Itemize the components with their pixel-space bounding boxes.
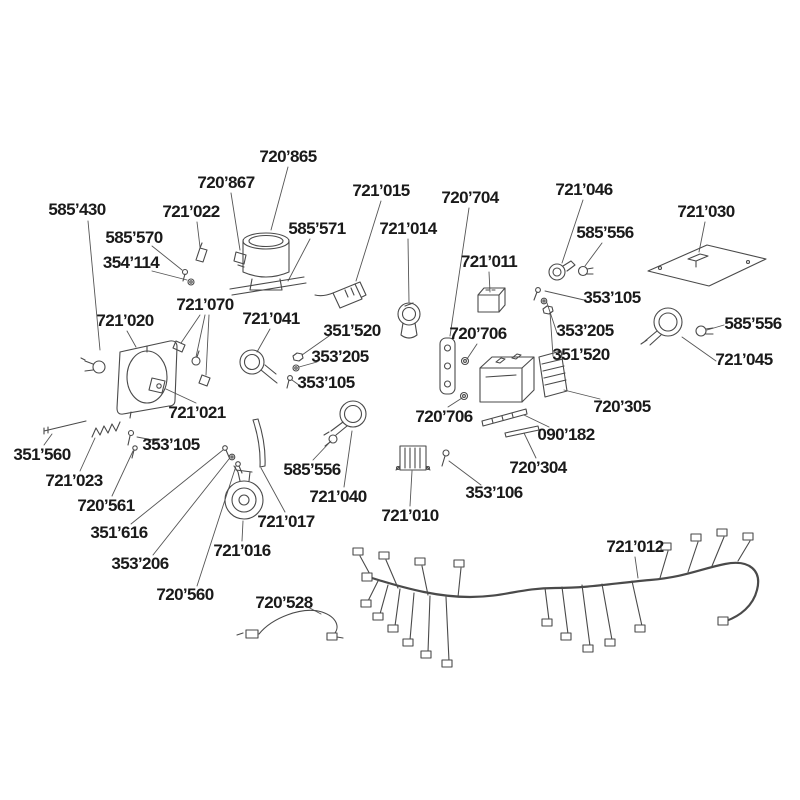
part-label-720865: 720’865: [259, 147, 317, 166]
battery-drawing: [479, 353, 535, 403]
part-label-351560: 351’560: [13, 445, 71, 464]
headlight-drawing: [116, 340, 178, 419]
side-bracket-drawing: [148, 377, 166, 394]
turn-signal-front-drawing: [239, 349, 278, 384]
relay-drawing: [477, 287, 506, 313]
wiring-harness-drawing: [352, 528, 760, 668]
small-screw-drawing: [181, 268, 189, 282]
part-label-721045: 721’045: [715, 350, 773, 369]
part-label-720706-1: 720’706: [449, 324, 507, 343]
mounting-set-drawing: [172, 340, 211, 387]
headlight-bulb-drawing: [80, 357, 106, 374]
washer-353206-drawing: [228, 453, 236, 461]
part-label-353206: 353’206: [111, 554, 169, 573]
nut-front-drawing: [292, 352, 304, 362]
small-washer-drawing: [187, 278, 195, 286]
ignition-switch-drawing: [397, 302, 421, 339]
part-label-720528: 720’528: [255, 593, 313, 612]
part-label-721041: 721’041: [242, 309, 300, 328]
spring-drawing: [91, 421, 121, 438]
part-label-720867: 720’867: [197, 173, 255, 192]
flasher-drawing: [548, 260, 576, 281]
grommet-bottom-drawing: [459, 391, 469, 401]
turn-signal-mid-drawing: [323, 400, 367, 436]
part-label-720560: 720’560: [156, 585, 214, 604]
part-label-585430: 585’430: [48, 200, 106, 219]
vent-cover-drawing: [538, 350, 568, 398]
part-label-721023: 721’023: [45, 471, 103, 490]
regulator-drawing: [395, 445, 431, 471]
gauge-bracket-drawing: [233, 251, 247, 268]
screw-353106-drawing: [441, 449, 450, 467]
part-label-353105-1: 353’105: [583, 288, 641, 307]
part-label-721070: 721’070: [176, 295, 234, 314]
screw-720560-drawing: [235, 461, 243, 474]
speedo-cable-drawing: [229, 276, 307, 296]
part-label-721016: 721’016: [213, 541, 271, 560]
screw-720561-drawing: [131, 445, 138, 459]
part-label-353205-2: 353’205: [311, 347, 369, 366]
part-label-721040: 721’040: [309, 487, 367, 506]
part-label-721021: 721’021: [168, 403, 226, 422]
part-label-585556-1: 585’556: [576, 223, 634, 242]
turn-signal-right-drawing: [640, 307, 683, 346]
part-label-721012: 721’012: [606, 537, 664, 556]
screw-left-drawing: [127, 429, 135, 446]
screw-right-drawing: [533, 287, 541, 301]
plate-assembly-drawing: [647, 244, 767, 287]
nut-right-drawing: [542, 305, 554, 315]
part-label-721020: 721’020: [96, 311, 154, 330]
part-label-721011: 721’011: [460, 252, 518, 271]
grommet-top-drawing: [460, 356, 470, 366]
bulb-top-drawing: [577, 265, 594, 277]
part-label-585556-2: 585’556: [724, 314, 782, 333]
part-label-090182: 090’182: [537, 425, 595, 444]
bulb-mid-drawing: [324, 434, 338, 447]
part-label-351616: 351’616: [90, 523, 148, 542]
part-label-721046: 721’046: [555, 180, 613, 199]
strap-drawing: [504, 425, 540, 438]
part-label-354114: 354’114: [102, 253, 160, 272]
part-label-721022: 721’022: [162, 202, 220, 221]
part-label-353106: 353’106: [465, 483, 523, 502]
leader-lines: [43, 166, 725, 615]
connector-drawing: [314, 281, 367, 309]
screw-front-drawing: [286, 375, 293, 389]
horn-drawing: [224, 465, 264, 520]
washer-front-drawing: [292, 364, 300, 372]
part-label-720304: 720’304: [509, 458, 567, 477]
part-label-353205-1: 353’205: [556, 321, 614, 340]
part-label-720561: 720’561: [77, 496, 135, 515]
part-label-585570: 585’570: [105, 228, 163, 247]
washer-right-drawing: [540, 297, 548, 305]
bulb-socket-drawing: [195, 242, 208, 263]
spare-cable-drawing: [236, 609, 344, 641]
part-label-353105-3: 353’105: [142, 435, 200, 454]
part-label-721030: 721’030: [677, 202, 735, 221]
bulb-right-drawing: [695, 325, 714, 337]
part-label-721014: 721’014: [379, 219, 437, 238]
part-label-353105-2: 353’105: [297, 373, 355, 392]
part-label-721010: 721’010: [381, 506, 439, 525]
part-label-720706-2: 720’706: [415, 407, 473, 426]
part-label-351520-2: 351’520: [323, 321, 381, 340]
part-label-720704: 720’704: [441, 188, 499, 207]
part-label-720305: 720’305: [593, 397, 651, 416]
tube-drawing: [481, 408, 528, 427]
horn-bracket-drawing: [252, 418, 266, 468]
part-label-585571: 585’571: [288, 219, 346, 238]
screw-351616-drawing: [222, 445, 230, 458]
part-label-585556-3: 585’556: [283, 460, 341, 479]
part-label-351520-1: 351’520: [552, 345, 610, 364]
long-bolt-drawing: [43, 420, 87, 435]
mounting-plate-drawing: [439, 337, 456, 395]
part-label-721015: 721’015: [352, 181, 410, 200]
part-label-721017: 721’017: [257, 512, 315, 531]
speedometer-drawing: [242, 232, 290, 291]
